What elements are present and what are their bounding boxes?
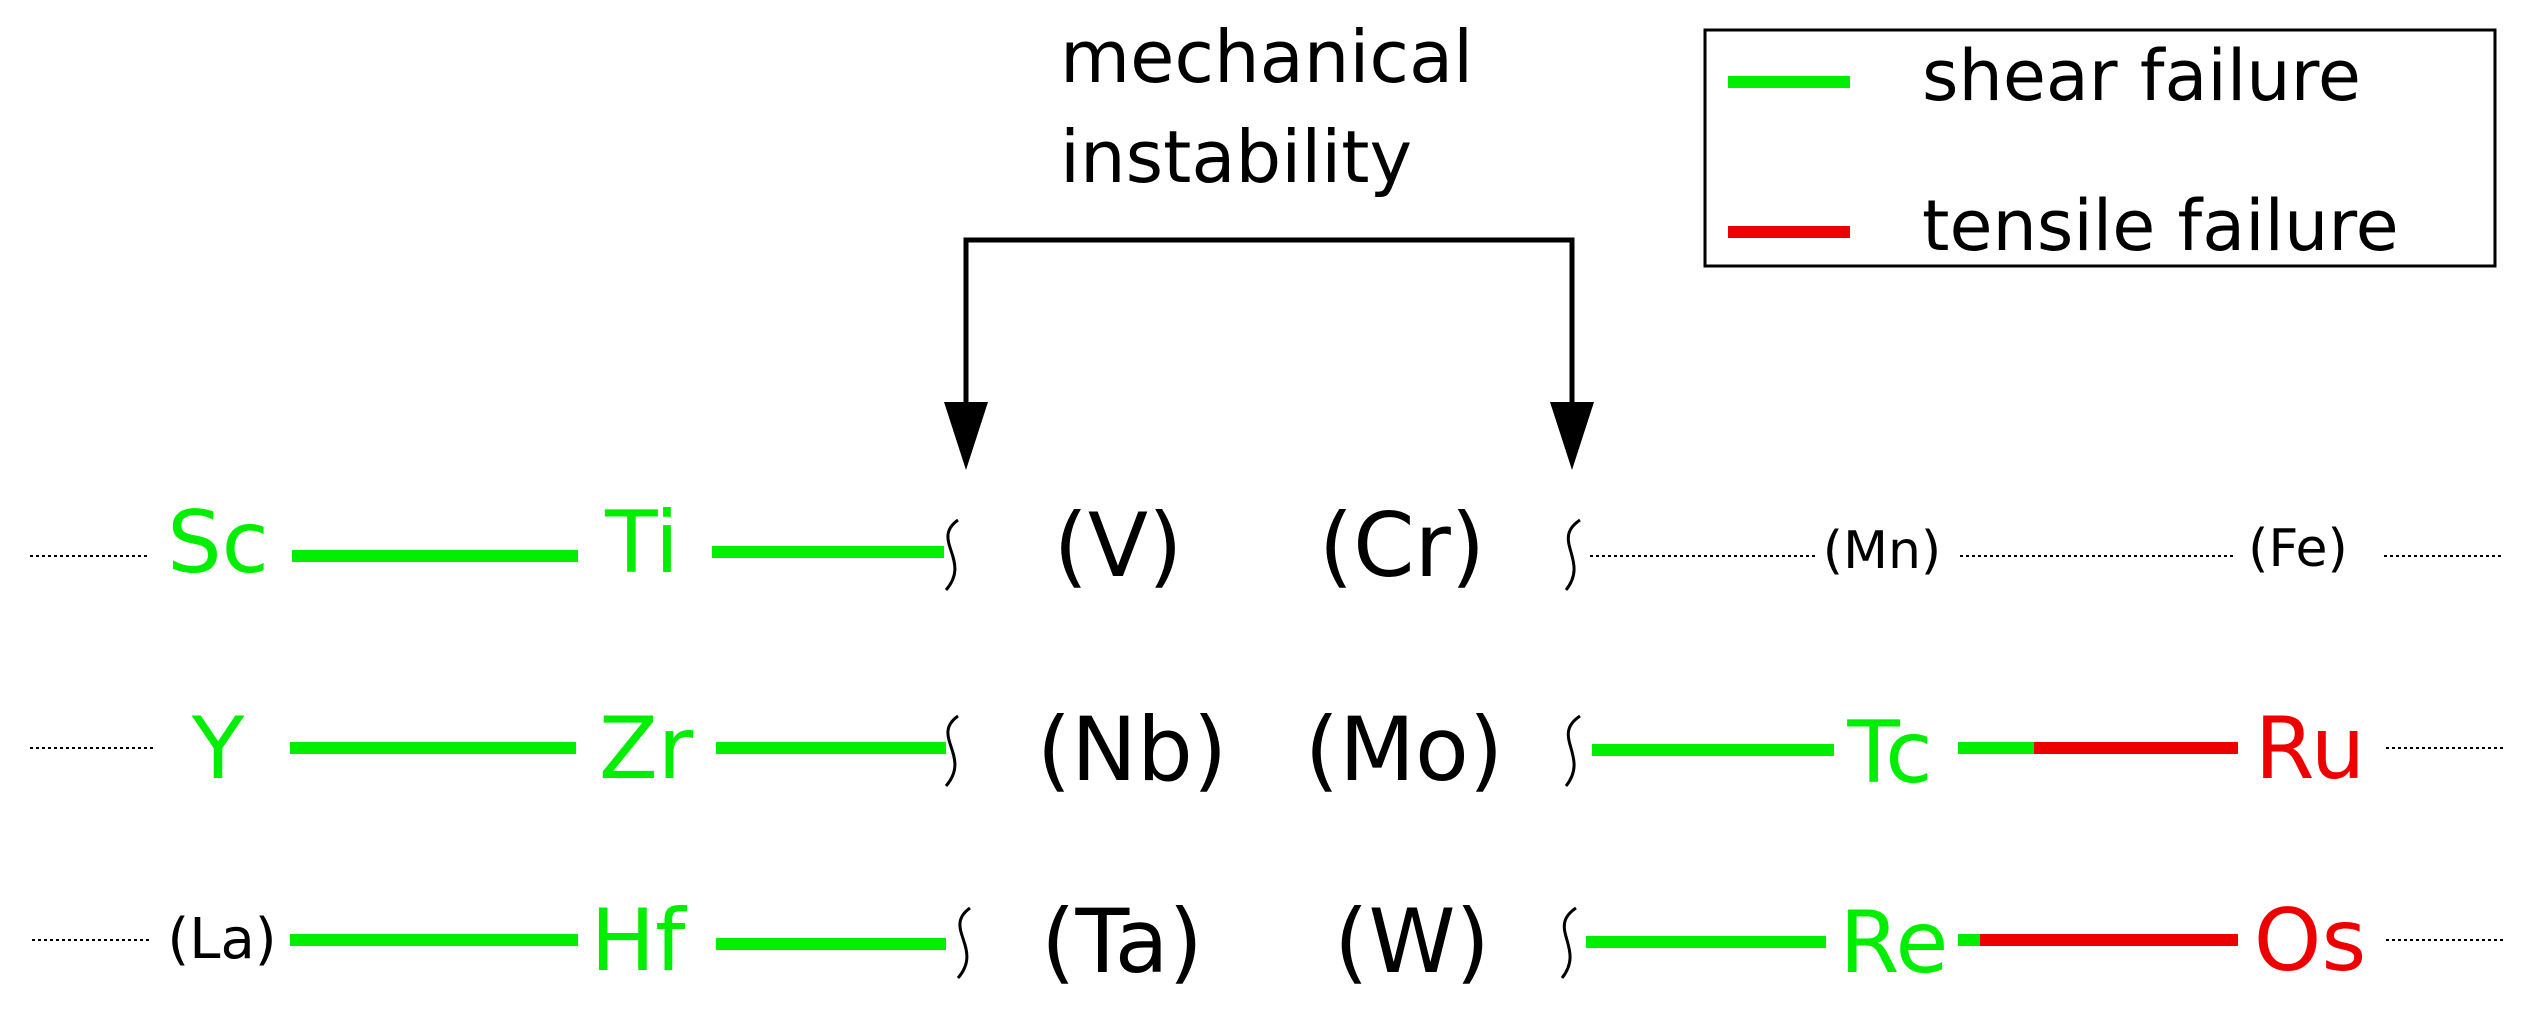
element-mo: (Mo) — [1305, 698, 1503, 801]
element-nb: (Nb) — [1037, 698, 1227, 801]
row-1: Sc Ti (V) (Cr) (Mn) (Fe) — [30, 493, 2504, 597]
element-y: Y — [191, 699, 245, 799]
legend: shear failure tensile failure — [1703, 28, 2497, 268]
arrow-left-icon — [944, 402, 988, 470]
element-w: (W) — [1334, 890, 1490, 993]
element-cr: (Cr) — [1319, 494, 1485, 597]
element-zr: Zr — [599, 699, 694, 799]
element-ta: (Ta) — [1041, 890, 1203, 993]
row-2: Y Zr (Nb) (Mo) Tc Ru — [30, 698, 2504, 803]
element-tc: Tc — [1846, 703, 1932, 803]
legend-shear-label: shear failure — [1922, 35, 2361, 117]
element-ru: Ru — [2255, 699, 2365, 799]
legend-tensile-label: tensile failure — [1922, 185, 2399, 267]
annotation-line-1: mechanical — [1060, 15, 1473, 99]
break-mark-left — [956, 906, 971, 979]
element-mn: (Mn) — [1823, 521, 1941, 581]
break-mark-left — [944, 714, 959, 787]
break-mark-right — [1564, 518, 1581, 591]
element-sc: Sc — [167, 493, 269, 593]
row-3: (La) Hf (Ta) (W) Re Os — [32, 890, 2504, 993]
instability-bracket — [944, 237, 1594, 470]
break-mark-right — [1564, 714, 1581, 787]
element-hf: Hf — [591, 891, 688, 991]
element-os: Os — [2254, 891, 2367, 991]
element-ti: Ti — [604, 493, 679, 593]
element-re: Re — [1840, 893, 1949, 993]
annotation-line-2: instability — [1060, 115, 1412, 199]
break-mark-left — [944, 518, 959, 591]
element-fe: (Fe) — [2248, 519, 2348, 579]
arrow-right-icon — [1550, 402, 1594, 470]
break-mark-right — [1560, 906, 1577, 979]
element-la: (La) — [167, 907, 276, 972]
element-v: (V) — [1054, 494, 1183, 597]
